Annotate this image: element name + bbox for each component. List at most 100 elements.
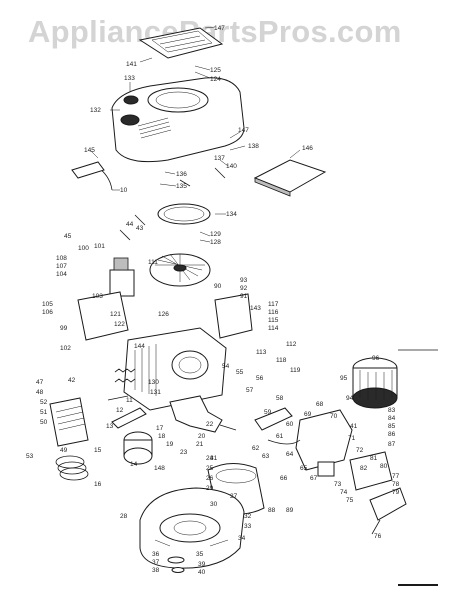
- callout-91: 91: [240, 293, 248, 300]
- callout-131: 131: [150, 389, 161, 396]
- callout-93: 93: [240, 277, 248, 284]
- callout-33: 33: [244, 523, 252, 530]
- air-cleaner-filter: [352, 357, 398, 409]
- callout-39: 39: [198, 561, 206, 568]
- callout-148: 148: [154, 465, 165, 472]
- callout-14: 14: [130, 461, 138, 468]
- callout-147: 147: [214, 25, 225, 32]
- callout-82: 82: [360, 465, 368, 472]
- callout-34: 34: [238, 535, 246, 542]
- callout-23: 23: [180, 449, 188, 456]
- callout-92: 92: [240, 285, 248, 292]
- callout-29: 29: [206, 485, 214, 492]
- callout-101: 101: [94, 243, 105, 250]
- callout-130: 130: [148, 379, 159, 386]
- callout-119: 119: [290, 367, 301, 374]
- callout-138: 138: [248, 143, 259, 150]
- callout-43: 43: [136, 225, 144, 232]
- callout-121: 121: [110, 311, 121, 318]
- callout-106: 106: [42, 309, 53, 316]
- top-cover-plate: [138, 27, 224, 59]
- callout-51: 51: [40, 409, 48, 416]
- callout-85: 85: [388, 423, 396, 430]
- carburetor: [295, 409, 353, 477]
- callout-147b: 147: [238, 127, 249, 134]
- governor-plate: [349, 451, 393, 491]
- callout-136: 136: [176, 171, 187, 178]
- callout-59: 59: [264, 409, 272, 416]
- callout-102: 102: [60, 345, 71, 352]
- callout-67: 67: [310, 475, 318, 482]
- callout-61: 61: [276, 433, 284, 440]
- callout-74: 74: [340, 489, 348, 496]
- fuel-line-right: [369, 487, 407, 535]
- callout-143: 143: [250, 305, 261, 312]
- callout-116: 116: [268, 309, 279, 316]
- callout-133: 133: [124, 75, 135, 82]
- callout-48: 48: [36, 389, 44, 396]
- callout-58: 58: [276, 395, 284, 402]
- callout-44: 44: [126, 221, 134, 228]
- callout-16: 16: [94, 481, 102, 488]
- callout-87: 87: [388, 441, 396, 448]
- baffle-plate-left: [77, 291, 129, 341]
- callout-107: 107: [56, 263, 67, 270]
- air-filter-element: [253, 159, 327, 197]
- callout-144: 144: [134, 343, 145, 350]
- callout-79: 79: [392, 489, 400, 496]
- cylinder-head: [49, 397, 89, 447]
- callout-124: 124: [210, 76, 221, 83]
- callout-118: 118: [276, 357, 287, 364]
- muffler-shield: [214, 293, 253, 339]
- leader-lines: [89, 26, 301, 243]
- callout-45: 45: [64, 233, 72, 240]
- callout-54: 54: [222, 363, 230, 370]
- callout-38: 38: [152, 567, 160, 574]
- callout-113: 113: [256, 349, 267, 356]
- callout-105: 105: [42, 301, 53, 308]
- callout-141: 141: [126, 61, 137, 68]
- callout-75: 75: [346, 497, 354, 504]
- callout-19: 19: [166, 441, 174, 448]
- callout-72: 72: [356, 447, 364, 454]
- callout-104: 104: [56, 271, 67, 278]
- callout-labels: 147 141 125 124 133 132 147 138 137 140 …: [26, 25, 400, 576]
- callout-13: 13: [106, 423, 114, 430]
- callout-86: 86: [388, 431, 396, 438]
- callout-24: 24: [206, 455, 214, 462]
- callout-64: 64: [286, 451, 294, 458]
- callout-84: 84: [388, 415, 396, 422]
- callout-17: 17: [156, 425, 164, 432]
- callout-137: 137: [214, 155, 225, 162]
- valve-springs: [107, 368, 136, 401]
- callout-134: 134: [226, 211, 237, 218]
- screws-upper: [119, 167, 226, 241]
- callout-100: 100: [78, 245, 89, 252]
- callout-60: 60: [286, 421, 294, 428]
- callout-80: 80: [380, 463, 388, 470]
- callout-145: 145: [84, 147, 95, 154]
- callout-12: 12: [116, 407, 124, 414]
- flywheel: [149, 253, 211, 287]
- callout-135: 135: [176, 183, 187, 190]
- callout-21: 21: [196, 441, 204, 448]
- callout-69: 69: [304, 411, 312, 418]
- fuel-cap: [123, 95, 139, 105]
- callout-126: 126: [158, 311, 169, 318]
- callout-35: 35: [196, 551, 204, 558]
- callout-18: 18: [158, 433, 166, 440]
- callout-114: 114: [268, 325, 279, 332]
- callout-122: 122: [114, 321, 125, 328]
- callout-108: 108: [56, 255, 67, 262]
- callout-73: 73: [334, 481, 342, 488]
- callout-65: 65: [300, 465, 308, 472]
- callout-63: 63: [262, 453, 270, 460]
- callout-132: 132: [90, 107, 101, 114]
- callout-20: 20: [198, 433, 206, 440]
- callout-95: 95: [340, 375, 348, 382]
- callout-111: 111: [148, 259, 158, 266]
- callout-117: 117: [268, 301, 279, 308]
- callout-125: 125: [210, 67, 221, 74]
- bottom-hardware: [167, 556, 185, 573]
- callout-36: 36: [152, 551, 160, 558]
